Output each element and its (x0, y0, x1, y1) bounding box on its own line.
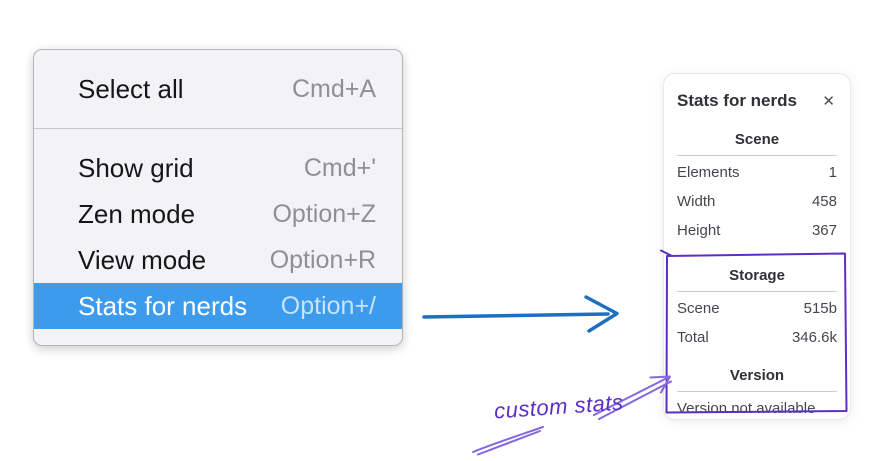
menu-item-shortcut: Option+/ (280, 291, 376, 320)
section-title: Storage (729, 267, 785, 284)
menu-item-zen-mode[interactable]: Zen mode Option+Z (34, 191, 402, 237)
section-rule (677, 291, 837, 292)
stat-label: Height (677, 222, 721, 239)
section-rule (677, 391, 837, 392)
version-note: Version not available (677, 394, 837, 423)
stat-value: 458 (811, 193, 837, 210)
stat-row-height: Height 367 (677, 216, 837, 245)
section-title: Scene (734, 131, 780, 148)
menu-item-label: View mode (78, 244, 207, 275)
context-menu: Select all Cmd+A Show grid Cmd+' Zen mod… (33, 49, 403, 346)
stat-label: Elements (677, 164, 740, 181)
stat-row-total-storage: Total 346.6k (677, 323, 837, 352)
stat-label: Total (677, 329, 709, 346)
menu-item-label: Stats for nerds (78, 290, 248, 321)
panel-title: Stats for nerds (677, 91, 797, 110)
menu-group-view: Show grid Cmd+' Zen mode Option+Z View m… (34, 129, 402, 345)
menu-item-label: Zen mode (78, 198, 196, 229)
stat-row-elements: Elements 1 (677, 158, 837, 187)
section-scene: Scene Elements 1 Width 458 Height 367 (677, 131, 837, 245)
section-rule (677, 155, 837, 156)
section-storage: Storage Scene 515b Total 346.6k (677, 267, 837, 352)
stat-label: Scene (677, 300, 720, 317)
stats-panel-header: Stats for nerds ✕ (677, 91, 837, 111)
menu-item-shortcut: Option+R (269, 245, 376, 274)
stats-panel: Stats for nerds ✕ Scene Elements 1 Width… (663, 73, 851, 420)
section-version: Version Version not available (677, 367, 837, 423)
stat-label: Version not available (677, 400, 816, 417)
stat-value: 515b (803, 300, 837, 317)
menu-item-shortcut: Cmd+' (303, 153, 376, 182)
menu-item-shortcut: Option+Z (272, 199, 376, 228)
stat-value: 1 (828, 164, 837, 181)
menu-divider (34, 128, 402, 129)
stat-row-width: Width 458 (677, 187, 837, 216)
menu-item-select-all[interactable]: Select all Cmd+A (34, 66, 402, 112)
section-title: Version (729, 367, 785, 384)
stat-value: 367 (811, 222, 837, 239)
menu-item-shortcut: Cmd+A (291, 74, 376, 103)
stat-value: 346.6k (791, 329, 837, 346)
blue-arrow (422, 295, 619, 333)
close-icon[interactable]: ✕ (822, 92, 835, 110)
menu-item-stats-for-nerds[interactable]: Stats for nerds Option+/ (34, 283, 402, 329)
menu-item-view-mode[interactable]: View mode Option+R (34, 237, 402, 283)
stat-row-scene-storage: Scene 515b (677, 294, 837, 323)
stat-label: Width (677, 193, 716, 210)
annotation-text: custom stats (493, 389, 625, 424)
menu-group-top: Select all Cmd+A (34, 50, 402, 128)
menu-item-label: Show grid (78, 152, 194, 183)
menu-item-show-grid[interactable]: Show grid Cmd+' (34, 145, 402, 191)
menu-item-label: Select all (78, 73, 184, 104)
